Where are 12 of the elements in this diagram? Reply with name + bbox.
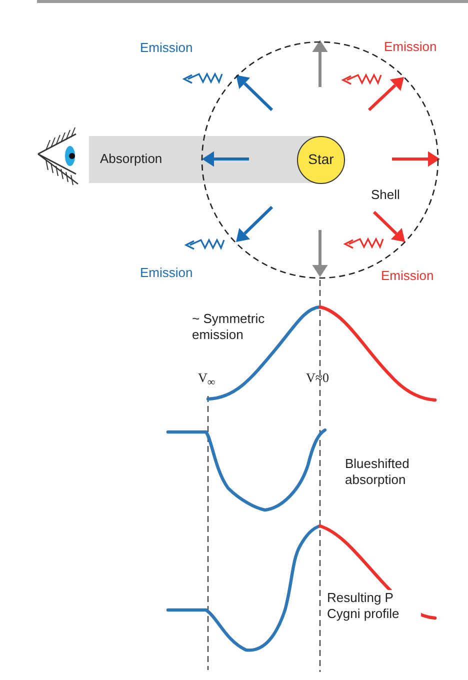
velocity-label: V$_{∞}$	[198, 370, 216, 391]
shell-circle	[201, 41, 439, 279]
curve-label: ~ Symmetric emission	[192, 311, 266, 343]
shell-label: Shell	[371, 187, 400, 203]
curve-label: Blueshifted absorption	[345, 456, 410, 488]
velocity-label: V≈0	[306, 370, 330, 386]
emission-label: Emission	[140, 265, 193, 281]
curve-label: Resulting P Cygni profile	[327, 590, 421, 622]
emission-label: Emission	[384, 39, 437, 55]
star-circle: Star	[297, 136, 345, 184]
emission-label: Emission	[140, 40, 193, 56]
emission-label: Emission	[381, 268, 434, 284]
